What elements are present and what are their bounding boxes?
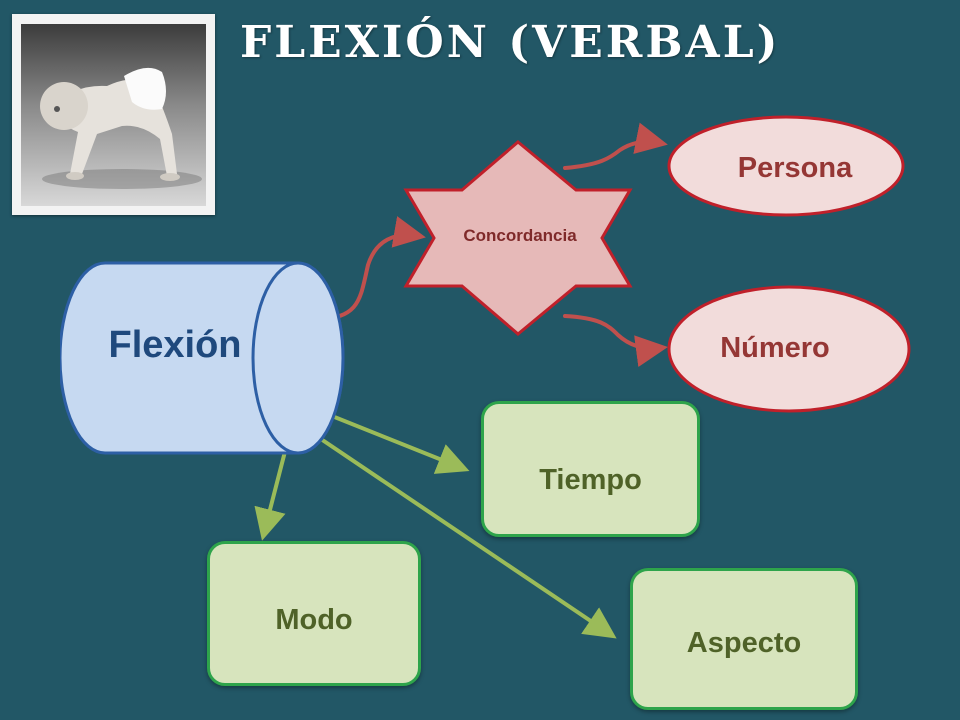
tiempo-box: Tiempo	[481, 401, 700, 537]
aspecto-box: Aspecto	[630, 568, 858, 710]
concordancia-label: Concordancia	[463, 226, 577, 245]
arrow-concordancia-to-numero	[563, 314, 668, 368]
baby-crawling-photo-icon	[21, 24, 206, 206]
arrow-flexion-to-concordancia	[313, 216, 426, 322]
concordancia-star	[403, 140, 633, 336]
slide-title: FLEXIÓN (VERBAL)	[240, 17, 781, 68]
photo-frame	[12, 14, 215, 215]
tiempo-label: Tiempo	[539, 464, 642, 496]
persona-ellipse	[667, 115, 905, 217]
persona-label: Persona	[737, 152, 853, 184]
arrow-flexion-to-aspecto	[313, 433, 617, 639]
arrow-concordancia-to-persona	[563, 122, 668, 170]
flexion-cylinder	[60, 261, 345, 455]
aspecto-label: Aspecto	[686, 627, 802, 659]
modo-label: Modo	[275, 604, 353, 636]
numero-label: Número	[720, 332, 830, 364]
numero-ellipse	[667, 285, 911, 413]
flexion-label: Flexión	[108, 324, 242, 366]
modo-box: Modo	[207, 541, 421, 686]
